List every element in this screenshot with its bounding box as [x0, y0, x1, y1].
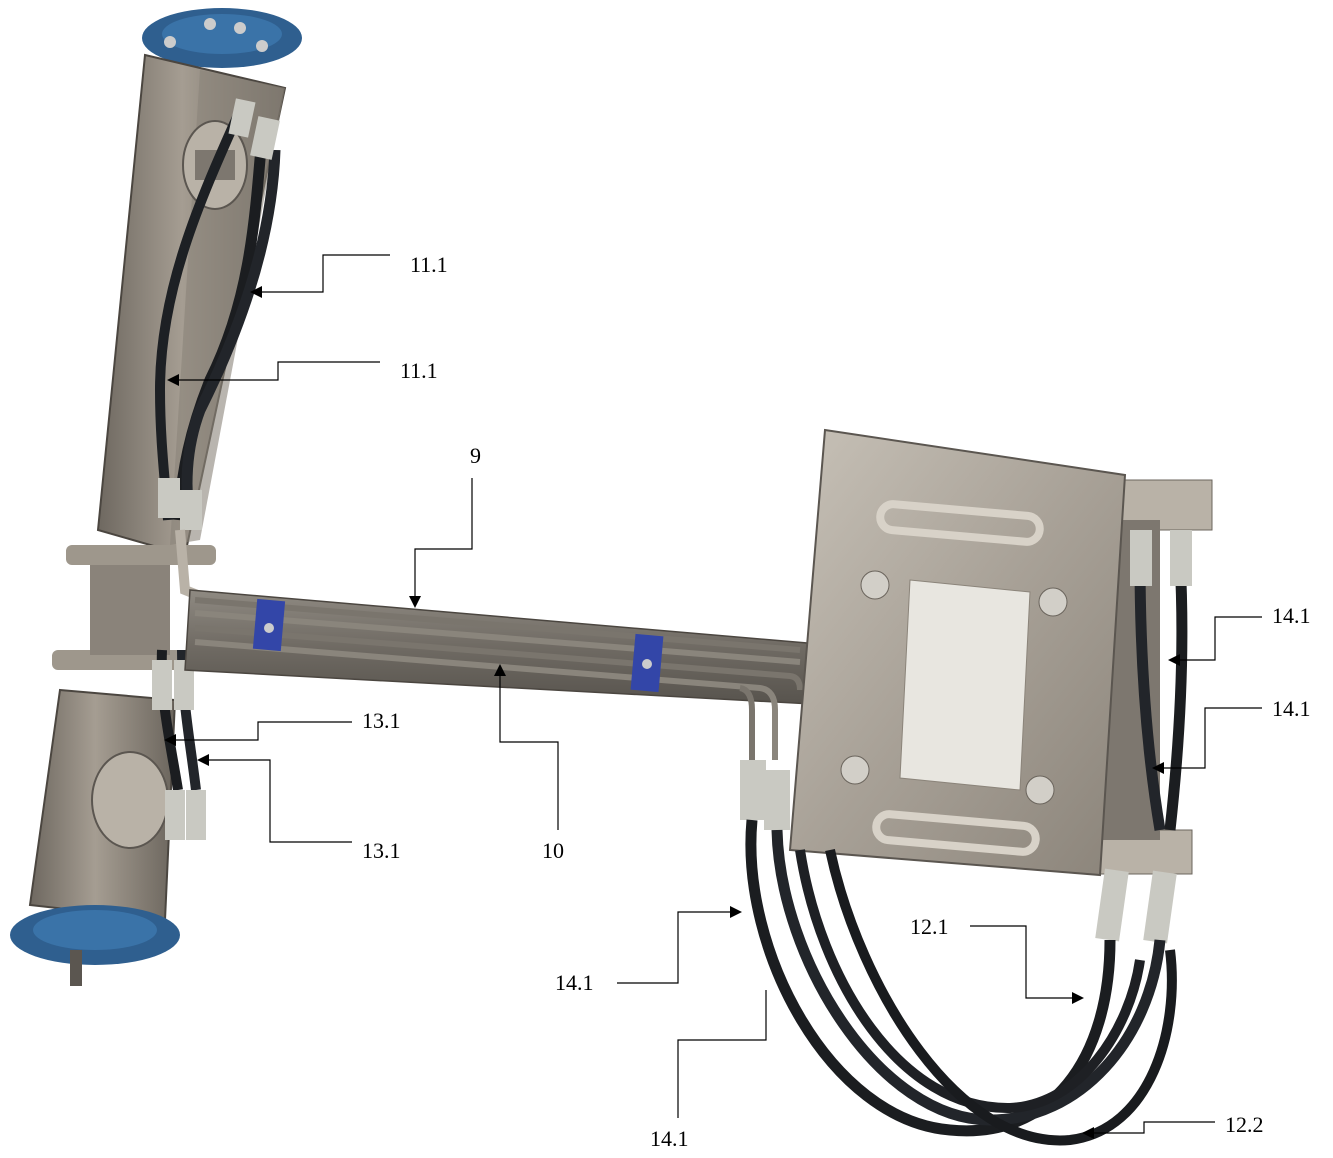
- lower-cylinder: [91, 751, 169, 849]
- horizontal-arm: [184, 589, 831, 760]
- callout-label: 9: [470, 443, 481, 468]
- callouts: 11.1 11.1 9 10 13.1 13.1: [164, 252, 1311, 1151]
- mounting-plate: [788, 428, 1127, 877]
- callout-14-1-left-lower: 14.1: [555, 906, 742, 995]
- callout-label: 14.1: [1272, 696, 1311, 721]
- callout-9: 9: [409, 443, 481, 608]
- callout-label: 13.1: [362, 708, 401, 733]
- callout-label: 14.1: [555, 970, 594, 995]
- callout-10: 10: [494, 664, 564, 863]
- lower-column: [10, 649, 206, 986]
- callout-14-1-right-lower: 14.1: [1152, 696, 1311, 774]
- hose-14-1-lower-b: [771, 829, 1166, 1126]
- callout-11-1-top: 11.1: [250, 252, 448, 298]
- nameplate: [899, 579, 1031, 791]
- callout-11-1-bottom: 11.1: [167, 358, 438, 386]
- assembly-illustration: [10, 8, 1213, 1146]
- hose-12-2: [825, 848, 1177, 1146]
- callout-label: 12.1: [910, 914, 949, 939]
- callout-12-1: 12.1: [910, 914, 1084, 1004]
- tube-9: [194, 597, 801, 653]
- callout-label: 13.1: [362, 838, 401, 863]
- callout-label: 14.1: [650, 1126, 689, 1151]
- hose-14-1-lower-a: [745, 819, 1116, 1137]
- hose-11-1-b: [181, 149, 281, 521]
- hose-14-1-upper-a: [1164, 559, 1188, 831]
- callout-13-1-top: 13.1: [164, 708, 401, 746]
- lower-hose-loop: [740, 760, 1177, 1146]
- callout-14-1-bottom: 14.1: [650, 990, 767, 1151]
- callout-13-1-bottom: 13.1: [197, 754, 401, 863]
- callout-12-2: 12.2: [1082, 1112, 1264, 1139]
- callout-label: 11.1: [410, 252, 448, 277]
- callout-label: 14.1: [1272, 603, 1311, 628]
- callout-label: 11.1: [400, 358, 438, 383]
- hose-14-1-upper-b: [1134, 559, 1166, 831]
- tube-10: [194, 625, 803, 691]
- callout-14-1-right-upper: 14.1: [1168, 603, 1311, 666]
- callout-label: 10: [542, 838, 564, 863]
- upper-column: [96, 8, 302, 557]
- callout-label: 12.2: [1225, 1112, 1264, 1137]
- hose-12-1: [795, 849, 1145, 1114]
